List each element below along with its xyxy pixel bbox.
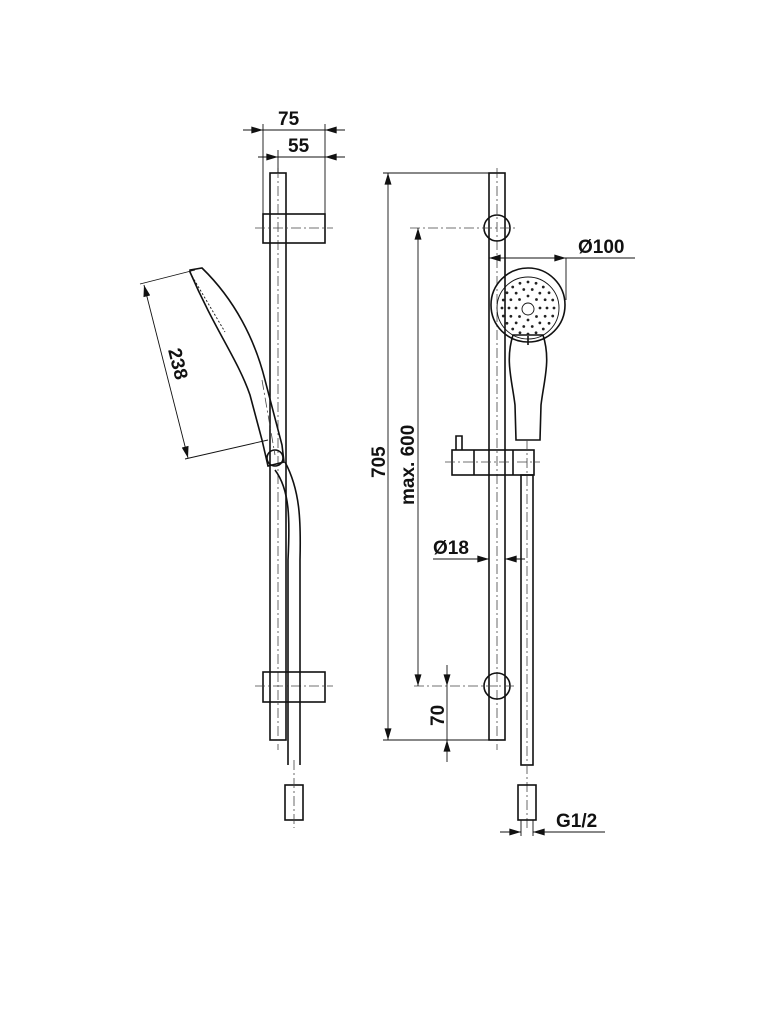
dimension-75: 75 xyxy=(243,109,345,215)
nozzle-dot xyxy=(522,325,526,328)
nozzle-dot xyxy=(526,280,530,284)
nozzle-dot xyxy=(551,314,555,318)
nozzle-dot xyxy=(526,332,530,336)
hose-side xyxy=(274,461,304,828)
dimension-label: 70 xyxy=(428,705,449,726)
dimension-55: 55 xyxy=(258,136,345,173)
nozzle-dot xyxy=(551,298,555,302)
side-view: 75 55 238 xyxy=(139,109,345,828)
nozzle-dot xyxy=(507,306,511,310)
nozzle-dot xyxy=(522,288,526,291)
nozzle-dot xyxy=(534,331,538,335)
slider-front xyxy=(445,435,540,476)
nozzle-dot xyxy=(505,321,509,325)
nozzle-dot xyxy=(534,281,538,285)
nozzle-dot xyxy=(518,281,522,285)
nozzle-dot xyxy=(518,298,521,301)
lower-bracket-side xyxy=(255,671,333,703)
nozzle-dot xyxy=(545,306,549,310)
nozzle-dot xyxy=(541,285,545,289)
nozzle-dot xyxy=(505,291,509,295)
nozzle-dot xyxy=(535,315,538,318)
rail-front xyxy=(488,168,506,750)
nozzle-dot xyxy=(538,306,542,310)
hand-shower-front xyxy=(490,267,566,441)
nozzle-dot xyxy=(526,294,530,298)
dimension-label: 75 xyxy=(278,109,300,130)
nozzle-dot xyxy=(501,314,505,318)
dimension-70: 70 xyxy=(428,665,451,762)
nozzle-dot xyxy=(538,291,542,295)
nozzle-dot xyxy=(543,314,547,318)
dimension-diameter-18: Ø18 xyxy=(433,538,525,563)
dimension-label: 705 xyxy=(369,446,390,478)
nozzle-dot xyxy=(538,321,542,325)
hand-shower-side xyxy=(189,267,285,467)
nozzle-dot xyxy=(511,285,515,289)
dimension-label: Ø100 xyxy=(578,237,624,258)
nozzle-dot xyxy=(518,331,522,335)
dimension-238: 238 xyxy=(139,269,269,460)
dimension-705: 705 xyxy=(369,172,500,741)
dimension-g1-2: G1/2 xyxy=(500,811,605,836)
nozzle-dot xyxy=(530,288,534,291)
nozzle-dot xyxy=(511,327,515,331)
nozzle-dot xyxy=(547,291,551,295)
nozzle-dot xyxy=(514,321,518,325)
nozzle-dot xyxy=(509,298,513,302)
nozzle-dot xyxy=(547,321,551,325)
upper-bracket-side xyxy=(255,213,333,244)
dimension-diameter-100: Ø100 xyxy=(488,237,635,300)
nozzle-dot xyxy=(552,306,556,310)
nozzle-dot xyxy=(514,306,518,310)
nozzle-dot xyxy=(518,315,521,318)
nozzle-dot xyxy=(526,318,530,322)
nozzle-dot xyxy=(514,291,518,295)
nozzle-dot xyxy=(500,306,504,310)
dimension-label: Ø18 xyxy=(433,538,469,559)
nozzle-dot xyxy=(501,298,505,302)
nozzle-dot xyxy=(530,325,534,328)
dimension-label: G1/2 xyxy=(556,811,597,832)
spray-nozzles xyxy=(500,280,556,336)
nozzle-dot xyxy=(541,327,545,331)
dimension-label: 55 xyxy=(288,136,310,157)
nozzle-dot xyxy=(543,298,547,302)
dimension-max-600: max. 600 xyxy=(398,228,422,686)
front-view: 705 max. 600 70 Ø100 Ø18 xyxy=(369,168,635,836)
nozzle-dot xyxy=(535,298,538,301)
hose-front xyxy=(517,440,537,828)
dimension-label: max. 600 xyxy=(398,425,419,505)
nozzle-dot xyxy=(509,314,513,318)
